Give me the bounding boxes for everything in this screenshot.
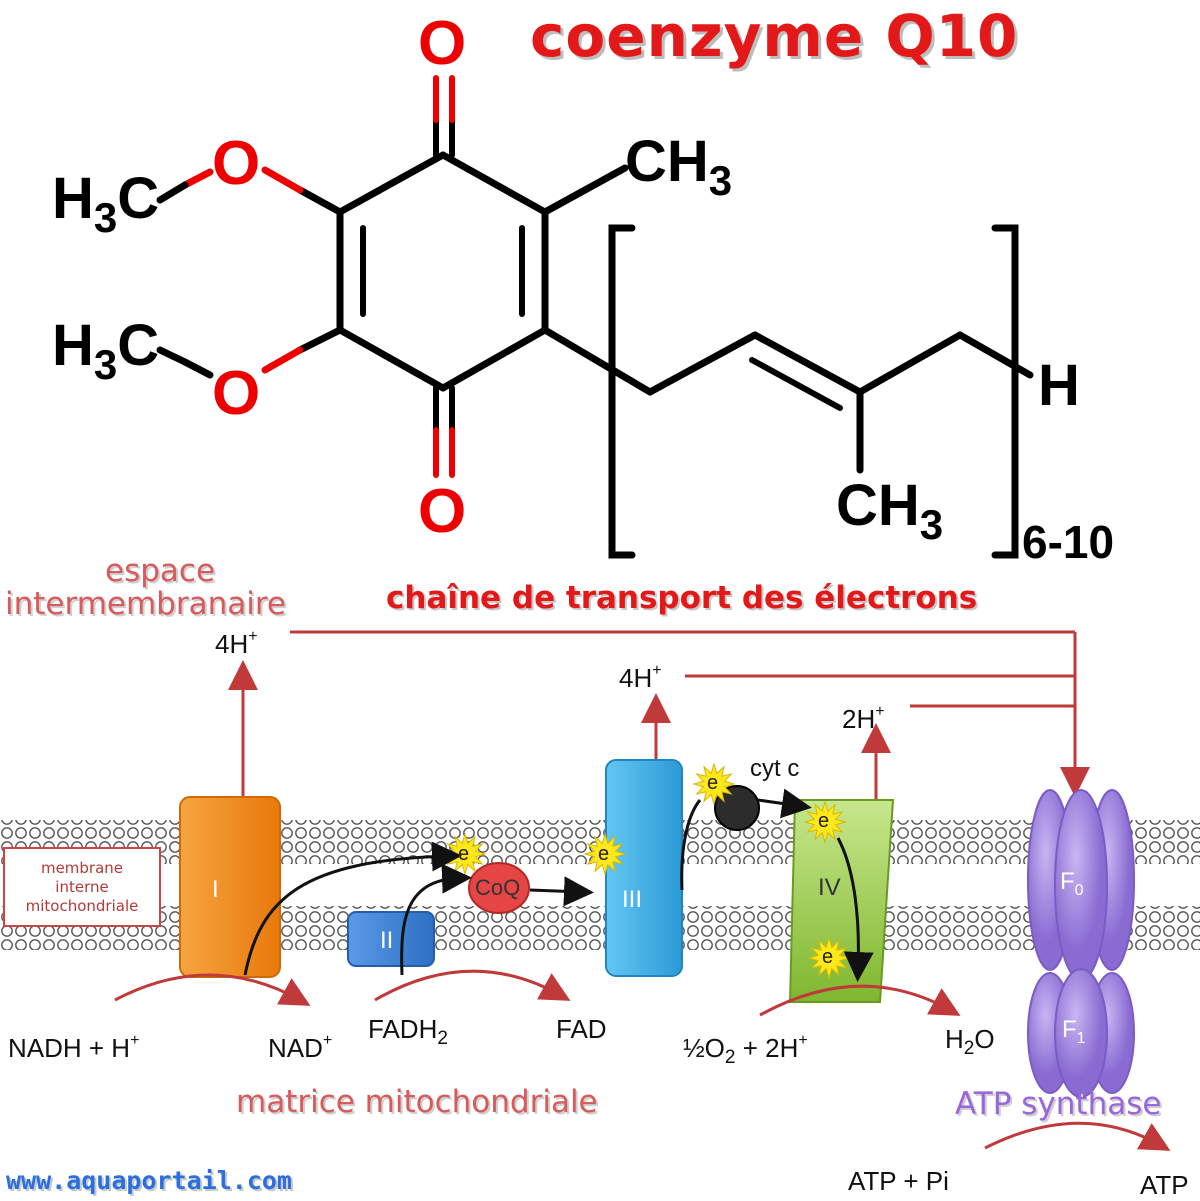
reaction-nadh: NADH + H+ bbox=[8, 1032, 140, 1063]
terminal-hydrogen: H bbox=[1038, 353, 1080, 418]
methyl-label-chain: CH3 bbox=[836, 473, 944, 548]
membrane-label-line1: membrane bbox=[40, 858, 124, 877]
reaction-arcs bbox=[114, 969, 1171, 1151]
region-intermembrane-line2: intermembranaire bbox=[5, 586, 286, 622]
electron-burst-5 bbox=[807, 936, 851, 980]
reaction-fad: FAD bbox=[556, 1014, 607, 1044]
complex-I-label: I bbox=[212, 876, 219, 903]
proton-label-complex-I: 4H+ bbox=[215, 628, 258, 659]
electron-5: e bbox=[822, 946, 834, 968]
complex-IV-label: IV bbox=[818, 874, 841, 901]
membrane-label-line2: interne bbox=[55, 877, 109, 896]
complex-III bbox=[605, 759, 683, 977]
oxygen-methoxy-lower: O bbox=[212, 359, 261, 428]
oxygen-bottom: O bbox=[418, 477, 467, 546]
coq-label: CoQ bbox=[475, 875, 521, 900]
page-title: coenzyme Q10 bbox=[530, 2, 1019, 70]
reaction-water: H2O bbox=[945, 1024, 995, 1059]
membrane-label-line3: mitochondriale bbox=[25, 896, 139, 915]
F0-label: F0 bbox=[1060, 868, 1084, 899]
complex-I bbox=[179, 796, 281, 978]
electron-1: e bbox=[458, 843, 470, 865]
reaction-nad: NAD+ bbox=[268, 1032, 333, 1063]
region-matrix: matrice mitochondriale bbox=[236, 1084, 598, 1120]
reaction-fadh2: FADH2 bbox=[368, 1014, 448, 1049]
electron-3: e bbox=[707, 772, 719, 794]
methyl-label-lower: H3C bbox=[52, 313, 160, 388]
atp-synthase-complex bbox=[1027, 789, 1135, 1098]
electron-burst-2 bbox=[583, 832, 627, 876]
methyl-label-upper: H3C bbox=[52, 166, 160, 241]
electron-burst-3 bbox=[692, 762, 736, 806]
reaction-oxygen: ½O2 + 2H+ bbox=[683, 1032, 808, 1068]
complex-III-label: III bbox=[622, 886, 643, 913]
membrane-label-box: membrane interne mitochondriale bbox=[3, 847, 161, 927]
complex-IV bbox=[788, 799, 895, 1003]
coq10-structure bbox=[156, 75, 1034, 559]
reaction-atp-pi: ATP + Pi bbox=[848, 1166, 949, 1196]
F1-label: F1 bbox=[1062, 1016, 1086, 1047]
oxygen-methoxy-upper: O bbox=[212, 129, 261, 198]
proton-label-complex-III: 4H+ bbox=[619, 662, 662, 693]
complex-II-label: II bbox=[380, 927, 394, 954]
reaction-atp: ATP bbox=[1140, 1170, 1189, 1200]
electron-flow-arrows bbox=[243, 788, 874, 982]
cytochrome-c bbox=[714, 785, 760, 831]
diagram-subtitle: chaîne de transport des électrons bbox=[386, 580, 978, 616]
region-intermembrane-line1: espace bbox=[105, 553, 216, 589]
electron-burst-4 bbox=[803, 800, 847, 844]
footer-website: www.aquaportail.com bbox=[6, 1166, 292, 1195]
complex-II bbox=[347, 911, 435, 967]
oxygen-top: O bbox=[418, 9, 467, 78]
cyt-c-label: cyt c bbox=[750, 755, 800, 782]
electron-4: e bbox=[818, 810, 830, 832]
region-atp-synthase: ATP synthase bbox=[955, 1086, 1162, 1122]
proton-label-complex-IV: 2H+ bbox=[842, 703, 885, 734]
repeat-count: 6-10 bbox=[1022, 516, 1115, 568]
methyl-label-ring: CH3 bbox=[625, 129, 733, 204]
electron-2: e bbox=[598, 843, 610, 865]
